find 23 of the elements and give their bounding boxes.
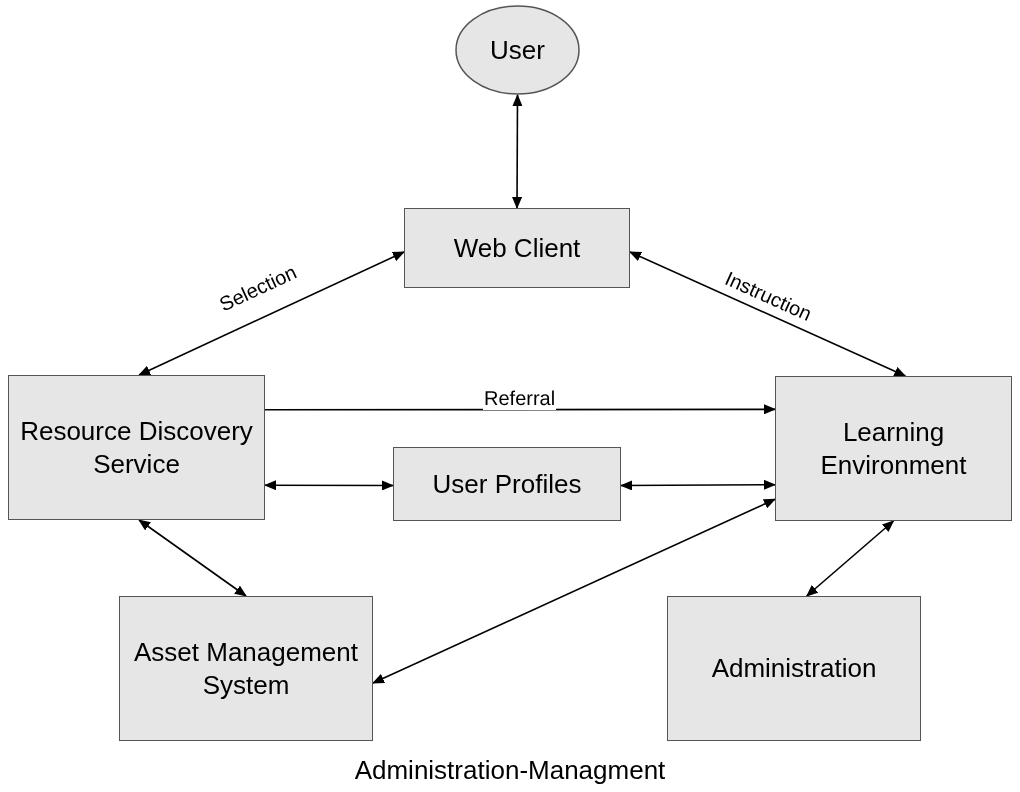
node-label: User Profiles	[432, 467, 582, 501]
arrow	[138, 251, 405, 376]
process-box	[393, 447, 621, 521]
user-ellipse	[455, 5, 580, 95]
arrow	[620, 479, 776, 491]
arrow	[372, 498, 776, 684]
node-label: User	[490, 33, 545, 67]
node-label: Learning Environment	[819, 415, 968, 482]
arrow	[264, 480, 394, 491]
process-box	[667, 596, 921, 741]
arrow	[805, 520, 895, 597]
arrow	[138, 519, 247, 597]
arrow	[629, 251, 907, 377]
process-box	[404, 208, 630, 288]
node-label: Asset Management System	[133, 635, 359, 702]
process-box	[8, 375, 265, 520]
node-label: Resource Discovery Service	[19, 414, 254, 481]
caption: Administration-Managment	[354, 755, 666, 785]
arrow	[512, 94, 523, 209]
process-box	[775, 376, 1012, 521]
node-label: Web Client	[453, 231, 581, 265]
node-label: Administration	[711, 652, 877, 685]
process-box	[119, 596, 373, 741]
